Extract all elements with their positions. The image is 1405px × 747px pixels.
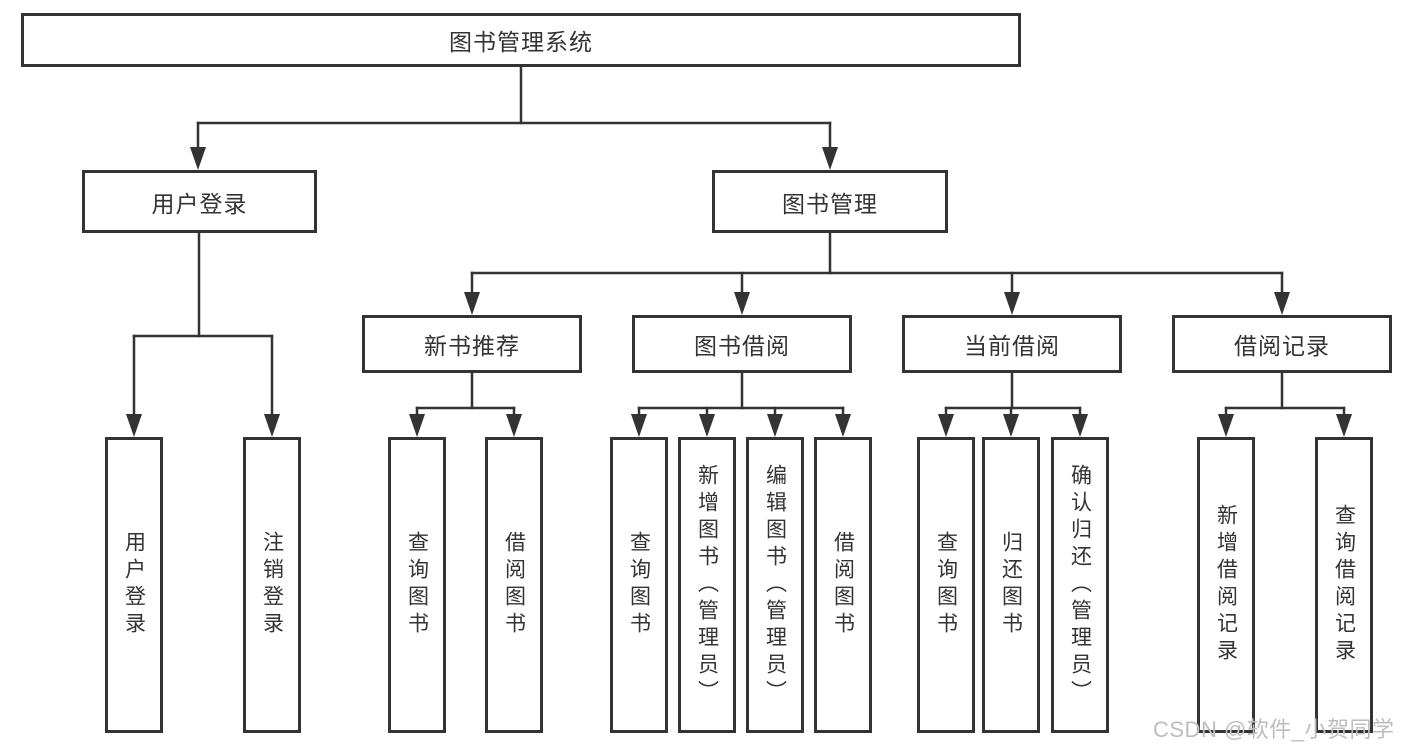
leaf-confirm-return-admin: 确认归还（管理员） <box>1051 437 1109 733</box>
node-library-system-label: 图书管理系统 <box>449 29 593 55</box>
leaf-add-borrow-record: 新增借阅记录 <box>1197 437 1255 733</box>
leaf-borrow-books-recommend-label: 借阅图书 <box>502 531 526 639</box>
node-new-book-recommend: 新书推荐 <box>362 315 582 373</box>
leaf-borrow-books-recommend: 借阅图书 <box>485 437 543 733</box>
leaf-query-books-borrowing: 查询图书 <box>610 437 668 733</box>
leaf-add-book-admin: 新增图书（管理员） <box>678 437 736 733</box>
arrowheads <box>126 147 1352 437</box>
leaf-borrow-books-borrowing-label: 借阅图书 <box>831 531 855 639</box>
node-book-management-label: 图书管理 <box>782 190 878 217</box>
leaf-return-books-label: 归还图书 <box>999 531 1023 639</box>
leaf-query-borrow-record-label: 查询借阅记录 <box>1332 504 1356 666</box>
leaf-query-books-recommend-label: 查询图书 <box>405 531 429 639</box>
csdn-watermark: CSDN @软件_小贺同学 <box>1153 717 1395 742</box>
node-borrow-records-label: 借阅记录 <box>1234 333 1330 359</box>
leaf-add-book-admin-label: 新增图书（管理员） <box>695 463 719 707</box>
leaf-confirm-return-admin-label: 确认归还（管理员） <box>1068 463 1092 707</box>
leaf-borrow-books-borrowing: 借阅图书 <box>814 437 872 733</box>
node-new-book-recommend-label: 新书推荐 <box>424 333 520 359</box>
leaf-query-books-current-label: 查询图书 <box>934 531 958 639</box>
leaf-query-books-borrowing-label: 查询图书 <box>627 531 651 639</box>
leaf-query-books-current: 查询图书 <box>917 437 975 733</box>
leaf-user-login: 用户登录 <box>105 437 163 733</box>
leaf-return-books: 归还图书 <box>982 437 1040 733</box>
leaf-query-books-recommend: 查询图书 <box>388 437 446 733</box>
leaf-edit-book-admin-label: 编辑图书（管理员） <box>763 463 787 707</box>
leaf-logout-label: 注销登录 <box>260 531 284 639</box>
node-book-borrowing-label: 图书借阅 <box>694 333 790 359</box>
node-current-borrowing-label: 当前借阅 <box>964 333 1060 359</box>
leaf-user-login-label: 用户登录 <box>122 531 146 639</box>
node-current-borrowing: 当前借阅 <box>902 315 1122 373</box>
node-book-management: 图书管理 <box>712 170 948 233</box>
node-library-system: 图书管理系统 <box>21 13 1021 67</box>
node-user-login-label: 用户登录 <box>151 190 248 217</box>
node-user-login: 用户登录 <box>82 170 317 233</box>
node-book-borrowing: 图书借阅 <box>632 315 852 373</box>
leaf-query-borrow-record: 查询借阅记录 <box>1315 437 1373 733</box>
node-borrow-records: 借阅记录 <box>1172 315 1392 373</box>
leaf-logout: 注销登录 <box>243 437 301 733</box>
leaf-add-borrow-record-label: 新增借阅记录 <box>1214 504 1238 666</box>
leaf-edit-book-admin: 编辑图书（管理员） <box>746 437 804 733</box>
